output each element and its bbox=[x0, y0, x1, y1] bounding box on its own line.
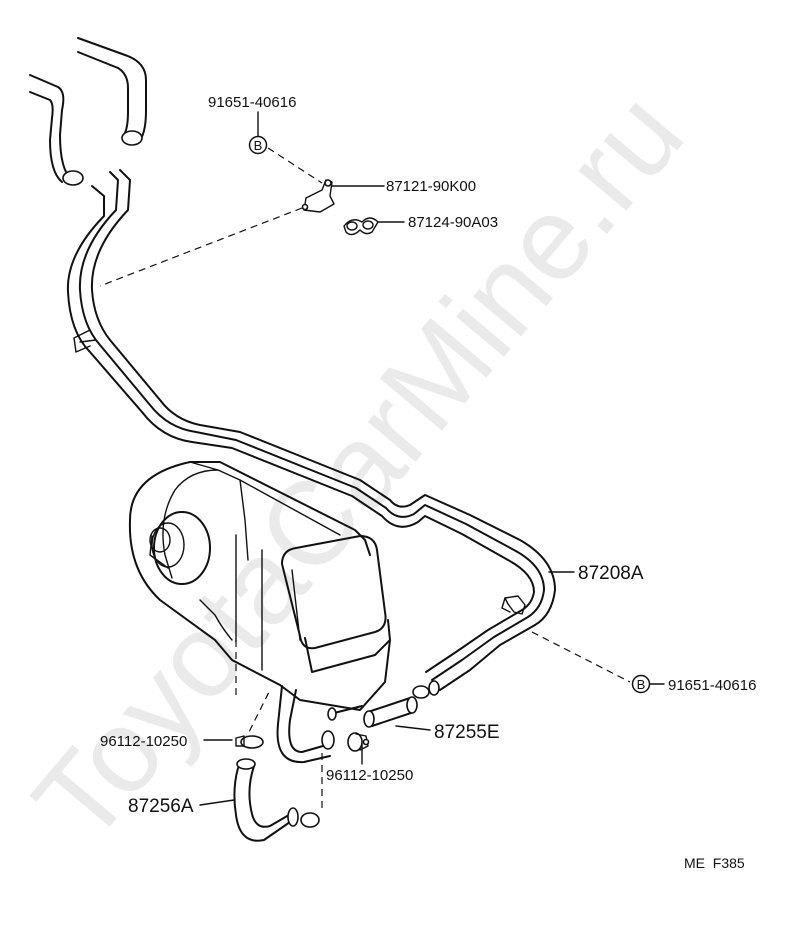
clip-left bbox=[235, 735, 264, 749]
callout-hose-right: 87255E bbox=[434, 722, 500, 743]
leader-hose-right-label bbox=[395, 725, 431, 731]
leader-bracket-to-pipe bbox=[99, 207, 303, 287]
callout-clip-center: 96112-10250 bbox=[326, 767, 413, 784]
bolt-symbol-right: B bbox=[631, 674, 651, 694]
leader-bolt-right bbox=[531, 631, 631, 683]
svg-text:B: B bbox=[254, 138, 263, 153]
leader-bolt-top bbox=[267, 147, 323, 184]
leader-hose-left-label bbox=[199, 799, 235, 806]
main-pipe bbox=[66, 169, 556, 691]
heater-unit bbox=[128, 461, 391, 711]
callout-pipe-main: 87208A bbox=[578, 563, 644, 584]
upper-hose-right bbox=[77, 37, 147, 146]
callout-bolt-top: 91651-40616 bbox=[208, 94, 296, 111]
callout-clip-left: 96112-10250 bbox=[100, 733, 187, 750]
leader-clip-left bbox=[243, 689, 271, 743]
clip-center bbox=[347, 732, 370, 752]
heater-outlet-pipe bbox=[276, 685, 335, 764]
hose-left bbox=[233, 758, 320, 842]
bracket-part bbox=[301, 179, 335, 213]
clamp-part bbox=[343, 217, 379, 236]
pipe-bracket-right bbox=[501, 595, 526, 615]
callout-clamp: 87124-90A03 bbox=[408, 214, 498, 231]
callout-bolt-right: 91651-40616 bbox=[668, 677, 756, 694]
callout-hose-left: 87256A bbox=[128, 796, 194, 817]
diagram-code: ME F385 bbox=[684, 855, 745, 871]
callout-bracket: 87121-90K00 bbox=[386, 178, 476, 195]
upper-hose-left bbox=[29, 74, 84, 186]
bolt-symbol-top: B bbox=[248, 135, 268, 155]
hose-right bbox=[327, 680, 440, 728]
svg-text:B: B bbox=[637, 677, 646, 692]
